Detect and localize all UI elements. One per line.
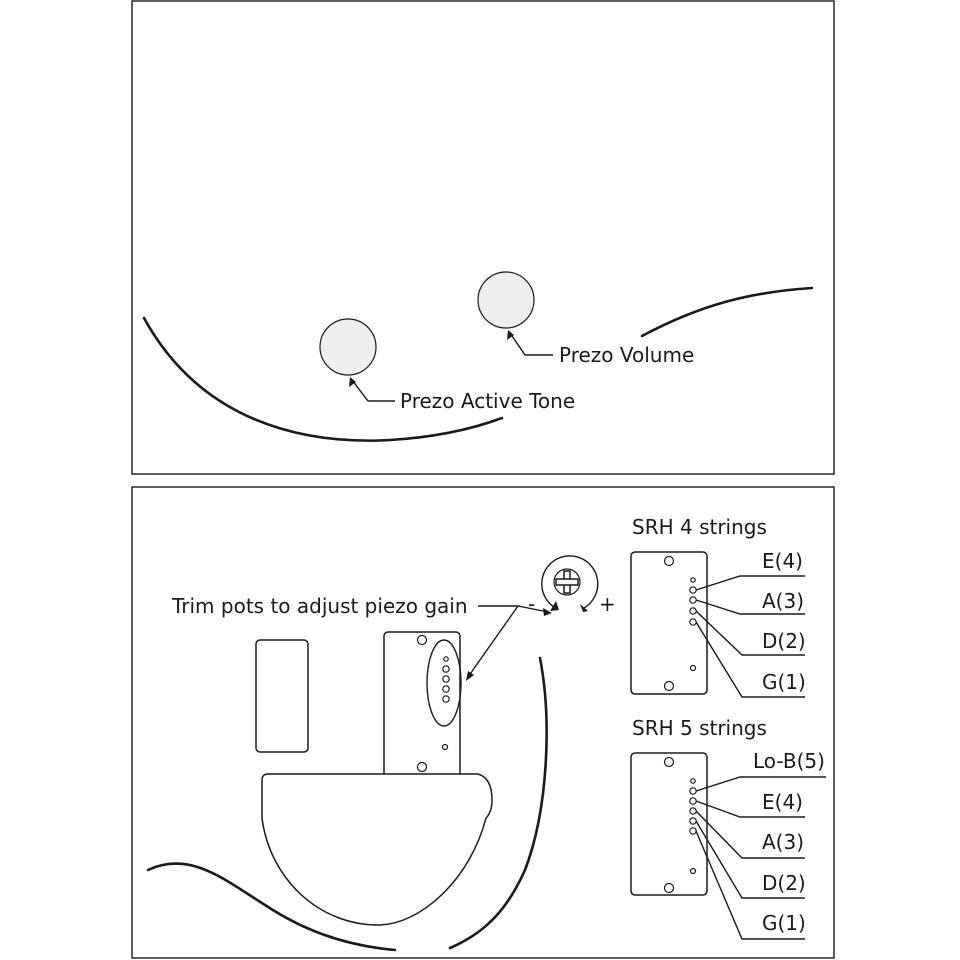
minus-sign: - <box>528 592 535 616</box>
srh5-section: SRH 5 strings Lo-B(5) E(4) A(3) D(2) G(1… <box>630 716 826 940</box>
srh4-label-g: G(1) <box>762 670 806 694</box>
trim-pot-hole <box>442 675 450 683</box>
bottom-panel-frame <box>131 486 835 959</box>
active-tone-arrowhead <box>349 377 356 387</box>
srh5-pot-e <box>689 797 697 805</box>
srh4-screw-top <box>663 555 675 567</box>
srh4-section: SRH 4 strings E(4) A(3) D(2) G(1) <box>630 515 806 698</box>
srh5-leader-g <box>695 830 805 940</box>
body-contour-lower <box>142 316 504 442</box>
trim-pots-leader <box>467 605 520 678</box>
srh4-label-e: E(4) <box>762 549 803 573</box>
piezo-active-tone-knob <box>319 318 377 376</box>
srh5-pot-a <box>689 807 697 815</box>
body-contour-upper <box>640 286 814 338</box>
srh4-screw-bottom <box>663 680 675 692</box>
srh5-label-a: A(3) <box>762 830 804 854</box>
trim-pot-hole <box>442 665 450 673</box>
adjust-arrowhead <box>543 608 552 616</box>
srh5-label-g: G(1) <box>762 911 806 935</box>
trim-pots-arrowhead <box>466 671 474 681</box>
srh5-screw-bottom <box>663 882 675 894</box>
control-cavity <box>261 773 493 926</box>
srh5-leader-lo-b <box>695 776 826 792</box>
body-edge-right <box>448 656 548 950</box>
srh4-label-d: D(2) <box>762 629 806 653</box>
srh5-label-d: D(2) <box>762 871 806 895</box>
volume-arrowhead <box>507 330 514 340</box>
rotation-arrow-right-icon <box>580 604 588 612</box>
bottom-panel: Trim pots to adjust piezo gain - + SRH 4… <box>131 486 835 959</box>
rotation-arrow-left-icon <box>550 601 559 611</box>
srh4-plate <box>630 551 708 695</box>
srh5-pot-lo-b <box>689 787 697 795</box>
trim-pot-holes <box>442 656 450 703</box>
trim-pots-label: Trim pots to adjust piezo gain <box>171 594 468 618</box>
srh5-leader-d <box>695 820 805 899</box>
srh5-title: SRH 5 strings <box>632 716 767 740</box>
phillips-slot-horizontal <box>555 578 579 586</box>
bridge-screw-side <box>441 743 449 751</box>
srh4-leader-d <box>695 610 805 656</box>
srh5-plate <box>630 752 708 896</box>
srh5-leader-e <box>695 800 805 818</box>
srh5-screw-small <box>689 867 697 875</box>
srh4-label-a: A(3) <box>762 589 804 613</box>
top-panel-frame <box>131 0 835 475</box>
bridge-screw-top <box>416 634 428 646</box>
srh5-leader-a <box>695 810 805 859</box>
rotation-arc-icon <box>541 555 599 609</box>
srh5-hole-top <box>690 778 696 784</box>
trim-pot-hole <box>442 685 450 693</box>
bridge-plate <box>383 631 461 779</box>
piezo-active-tone-label: Prezo Active Tone <box>400 389 575 413</box>
trim-pots-leader-adjust <box>517 605 549 613</box>
body-edge-left <box>146 862 397 952</box>
srh4-pot-e <box>689 586 697 594</box>
srh5-pot-d <box>689 817 697 825</box>
trim-pot-highlight-ellipse <box>426 639 462 727</box>
srh5-label-lo-b: Lo-B(5) <box>753 749 825 773</box>
srh4-pot-a <box>689 596 697 604</box>
trim-pot-hole <box>443 656 449 662</box>
neck-pickup <box>255 639 309 753</box>
srh4-leader-e <box>695 575 805 591</box>
srh5-pot-g <box>689 827 697 835</box>
volume-leader <box>509 332 553 356</box>
trim-pot-hole <box>442 695 450 703</box>
srh4-hole-top <box>690 577 696 583</box>
srh4-screw-small <box>689 664 697 672</box>
piezo-volume-label: Prezo Volume <box>559 343 694 367</box>
top-panel: Prezo Active Tone Prezo Volume <box>131 0 835 475</box>
srh4-title: SRH 4 strings <box>632 515 767 539</box>
bridge-screw-bottom <box>416 761 428 773</box>
active-tone-leader <box>351 379 395 402</box>
plus-sign: + <box>599 592 616 616</box>
srh4-pot-g <box>689 618 697 626</box>
srh4-pot-d <box>689 607 697 615</box>
srh4-leader-a <box>695 599 805 615</box>
screwdriver-adjust-icon: - + <box>528 555 616 616</box>
srh4-leader-g <box>695 621 805 698</box>
srh5-label-e: E(4) <box>762 790 803 814</box>
piezo-volume-knob <box>477 271 535 329</box>
srh5-screw-top <box>663 756 675 768</box>
